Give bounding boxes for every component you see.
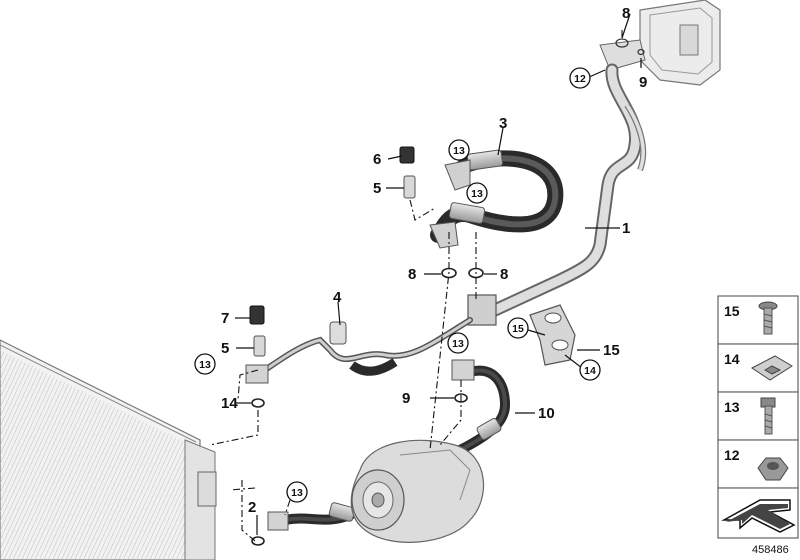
callout-13-d: 13 xyxy=(452,338,464,350)
legend-13: 13 xyxy=(724,399,740,415)
callout-9-top: 9 xyxy=(639,74,647,91)
hex-bolt-icon xyxy=(760,397,776,435)
hex-nut-icon xyxy=(757,457,789,481)
arrow-direction-icon xyxy=(721,499,796,533)
callout-4: 4 xyxy=(333,289,342,306)
callout-6: 6 xyxy=(373,151,381,168)
condenser xyxy=(0,339,217,560)
callout-13-b: 13 xyxy=(471,188,483,200)
callout-3: 3 xyxy=(499,115,507,132)
callout-9-left: 14 xyxy=(221,395,238,412)
callout-8-right: 8 xyxy=(500,266,508,283)
suction-hose-3 xyxy=(429,149,564,249)
line-4 xyxy=(245,317,473,384)
screw-icon xyxy=(758,301,778,335)
callout-12-top: 12 xyxy=(574,73,586,85)
callout-13-e: 13 xyxy=(291,487,303,499)
callout-14-number: 14 xyxy=(584,365,596,377)
legend-12: 12 xyxy=(724,447,740,463)
callout-5-top: 5 xyxy=(373,180,381,197)
ac-compressor xyxy=(350,439,485,543)
callouts: 8 9 3 6 5 1 8 8 4 7 5 15 14 9 10 2 12 13… xyxy=(194,5,647,516)
legend-15: 15 xyxy=(724,303,740,319)
callout-13-a: 13 xyxy=(453,145,465,157)
callout-2: 10 xyxy=(538,405,555,422)
callout-1: 1 xyxy=(622,220,630,237)
callout-15-number: 15 xyxy=(512,323,524,335)
callout-11: 15 xyxy=(603,342,620,359)
callout-8-top: 8 xyxy=(622,5,630,22)
evaporator-housing xyxy=(599,0,721,86)
leader-lines xyxy=(235,13,642,535)
diagram-reference-number: 458486 xyxy=(752,544,789,556)
clip-nut-icon xyxy=(751,355,793,381)
callout-10-mid: 9 xyxy=(402,390,410,407)
callout-8-left: 8 xyxy=(408,266,416,283)
bracket-11 xyxy=(529,304,576,366)
callout-10-bot: 2 xyxy=(248,499,256,516)
callout-5-mid: 5 xyxy=(221,340,229,357)
callout-7: 7 xyxy=(221,310,229,327)
fastener-legend: 15 14 13 12 xyxy=(717,295,799,539)
callout-13-c: 13 xyxy=(199,359,211,371)
legend-14: 14 xyxy=(724,351,740,367)
